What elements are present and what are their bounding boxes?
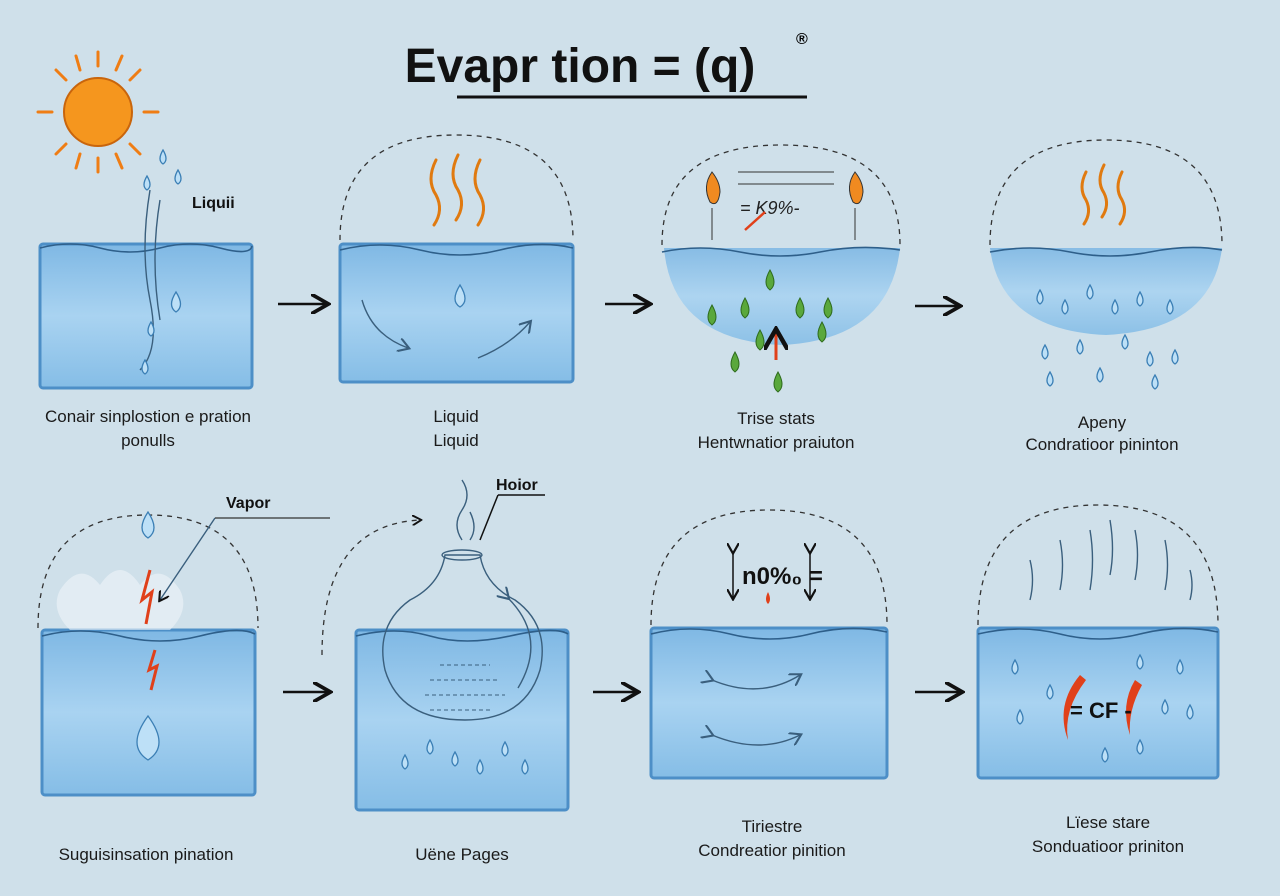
- caption: Apeny: [1078, 413, 1127, 432]
- caption: Uëne Pages: [415, 845, 509, 864]
- annotation-k9: = K9%-: [740, 198, 800, 218]
- panel-top-1: Liquii Conair sinplostion e pration ponu…: [36, 50, 254, 450]
- panel-top-2: Liquid Liquid: [338, 134, 575, 450]
- annotation-vapor: Vapor: [226, 495, 270, 512]
- diagram-title: Evapr tion = (q): [405, 40, 756, 93]
- sun-icon: [36, 50, 160, 174]
- green-droplets: [707, 268, 833, 393]
- caption: Liquid: [433, 431, 478, 450]
- falling-droplets: [1036, 283, 1179, 390]
- annotation-cf: = CF -: [1070, 698, 1132, 723]
- panel-top-3: = K9%- Trise stats Hentwnatior praiuton: [661, 144, 901, 452]
- water-container: [38, 242, 254, 390]
- panel-bottom-4: = CF - Lïese stare Sonduatioor priniton: [976, 504, 1220, 856]
- caption: Liquid: [433, 407, 478, 426]
- caption: Trise stats: [737, 409, 815, 428]
- caption: Suguisinsation pination: [59, 845, 234, 864]
- caption: Conair sinplostion e pration: [45, 407, 251, 426]
- panel-bottom-2: Hoior Uëne Pages: [321, 477, 570, 864]
- panel-bottom-1: Vapor Suguisinsation pination: [37, 495, 330, 864]
- caption: Condratioor pininton: [1025, 435, 1178, 454]
- caption: ponulls: [121, 431, 175, 450]
- annotation-percent: n0%₀ =: [742, 563, 823, 590]
- panel-bottom-3: n0%₀ = Tiriestre Condreatior pinition: [649, 509, 889, 860]
- caption: Sonduatioor priniton: [1032, 837, 1184, 856]
- caption: Condreatior pinition: [698, 841, 845, 860]
- caption: Tiriestre: [742, 817, 803, 836]
- caption: Hentwnatior praiuton: [698, 433, 855, 452]
- annotation-hoior: Hoior: [496, 477, 538, 494]
- title-mark: ®: [796, 31, 808, 48]
- annotation-liquii: Liquii: [192, 195, 235, 212]
- panel-top-4: Apeny Condratioor pininton: [989, 139, 1223, 454]
- caption: Lïese stare: [1066, 813, 1150, 832]
